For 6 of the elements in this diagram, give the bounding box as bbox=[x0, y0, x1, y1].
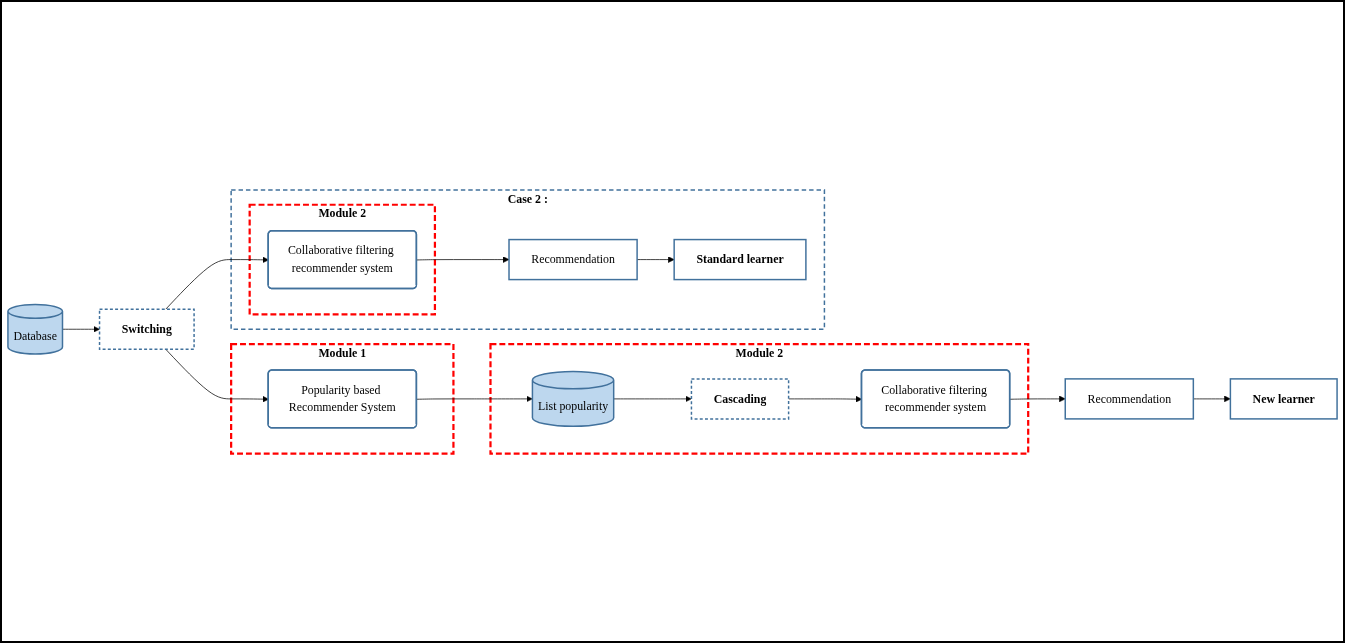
node-box: Recommendation bbox=[508, 238, 638, 280]
node-box: New learner bbox=[1229, 377, 1338, 420]
node-box: Standard learner bbox=[673, 238, 807, 280]
node-box: Switching bbox=[98, 308, 195, 350]
node-box: Recommendation bbox=[1064, 377, 1195, 420]
node-box: Cascading bbox=[690, 377, 790, 420]
